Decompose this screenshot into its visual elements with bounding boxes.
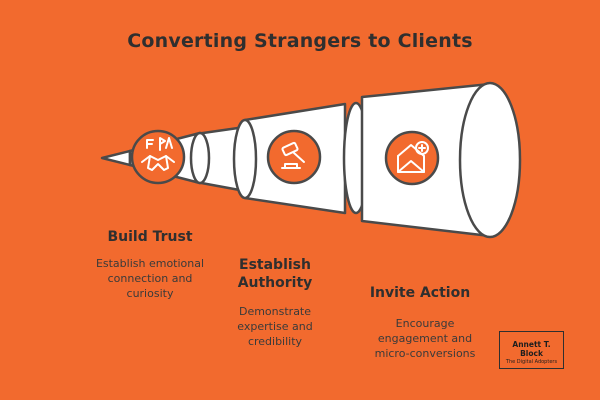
handshake-icon: [130, 129, 186, 185]
logo-tagline: The Digital Adopters: [505, 359, 558, 365]
funnel-tip: [100, 149, 132, 167]
funnel-cap-2: [232, 118, 258, 200]
stage-title-invite-action: Invite Action: [369, 285, 471, 301]
funnel-cap-1: [189, 131, 211, 185]
stage-title-establish-authority: Establish Authority: [237, 257, 313, 291]
logo-name: Annett T. Block: [512, 340, 551, 358]
gavel-icon: [266, 129, 322, 185]
brand-logo: Annett T. Block The Digital Adopters: [499, 331, 564, 369]
funnel-mouth: [458, 81, 522, 239]
stage-title-build-trust: Build Trust: [107, 229, 193, 245]
stage-desc-establish-authority: Demonstrate expertise and credibility: [237, 305, 313, 348]
stage-desc-invite-action: Encourage engagement and micro-conversio…: [374, 317, 476, 360]
stage-desc-build-trust: Establish emotional connection and curio…: [95, 257, 205, 300]
envelope-plus-icon: [384, 130, 440, 186]
page-title: Converting Strangers to Clients: [127, 30, 473, 52]
